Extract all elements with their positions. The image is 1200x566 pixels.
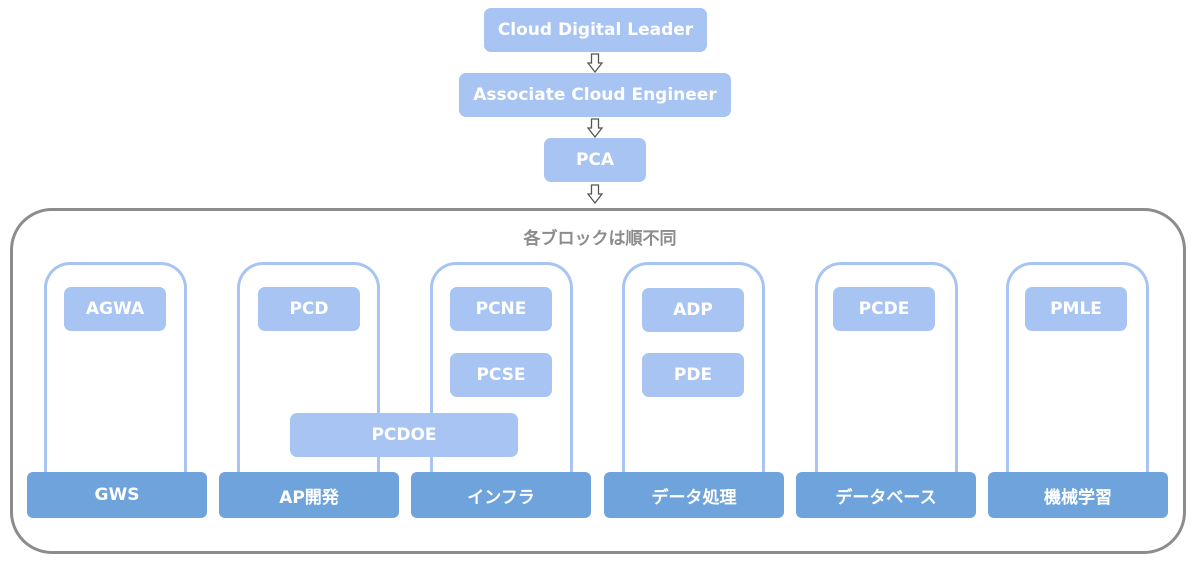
pcde-node: PCDE <box>833 287 935 331</box>
category-gws: GWS <box>27 472 207 518</box>
category-db: データベース <box>796 472 976 518</box>
pde-node: PDE <box>642 353 744 397</box>
agwa-node: AGWA <box>64 287 166 331</box>
down-arrow-icon <box>587 184 603 204</box>
pcd-node: PCD <box>258 287 360 331</box>
adp-node: ADP <box>642 288 744 332</box>
pcne-node: PCNE <box>450 287 552 331</box>
category-ml: 機械学習 <box>988 472 1168 518</box>
pca-node: PCA <box>544 138 646 182</box>
category-data: データ処理 <box>604 472 784 518</box>
down-arrow-icon <box>587 118 603 138</box>
pcdoe-node: PCDOE <box>290 413 518 457</box>
category-infra: インフラ <box>411 472 591 518</box>
group-title: 各ブロックは順不同 <box>523 229 677 249</box>
associate-cloud-engineer-node: Associate Cloud Engineer <box>459 73 731 117</box>
down-arrow-icon <box>587 53 603 73</box>
category-ap: AP開発 <box>219 472 399 518</box>
cloud-digital-leader-node: Cloud Digital Leader <box>484 8 707 52</box>
pcse-node: PCSE <box>450 353 552 397</box>
pmle-node: PMLE <box>1025 287 1127 331</box>
